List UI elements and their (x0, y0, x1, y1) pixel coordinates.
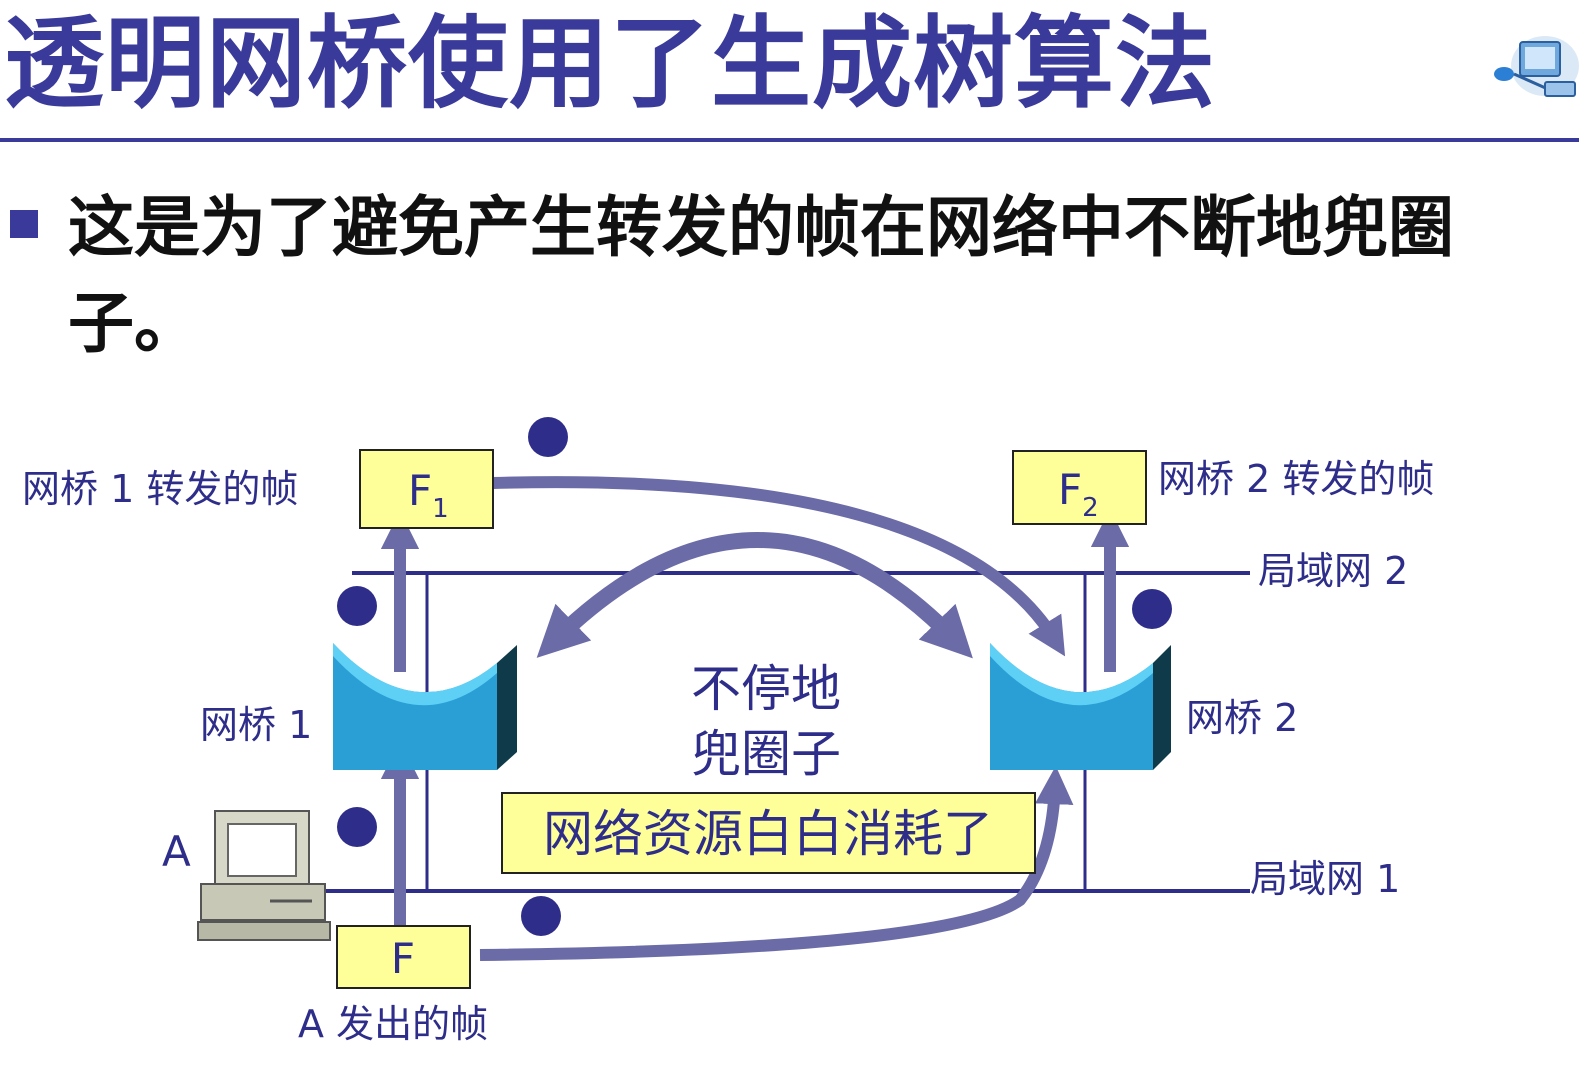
title-divider (0, 138, 1579, 142)
bullet-text: 这是为了避免产生转发的帧在网络中不断地兜圈子。 (68, 189, 1454, 362)
loop-text-line1: 不停地 (691, 660, 841, 718)
svg-text:2: 2 (531, 900, 552, 935)
waste-box (501, 792, 1036, 874)
waste-text: 网络资源白白消耗了 (543, 805, 993, 863)
lan1-label: 局域网 1 (1250, 857, 1400, 901)
bridge2-frame-label: 网桥 2 转发的帧 (1158, 457, 1434, 501)
frame-f2-box (1012, 450, 1147, 525)
step2-arrow (479, 765, 1074, 961)
frame-f2-label: F2 (1058, 465, 1099, 523)
bridge2-label: 网桥 2 (1186, 696, 1298, 740)
svg-text:5: 5 (538, 422, 559, 457)
frame-f1-box (359, 449, 494, 529)
step-badge-2: 2 (521, 896, 561, 936)
bullet-square-icon (10, 210, 38, 238)
loop-text-line2: 兜圈子 (691, 725, 841, 783)
network-logo-icon (1494, 36, 1579, 97)
step5-arrow (492, 476, 1066, 657)
bridge2-icon (990, 643, 1171, 770)
svg-text:3: 3 (347, 590, 368, 625)
svg-text:4: 4 (1142, 593, 1163, 628)
frame-a-label: A 发出的帧 (298, 1002, 488, 1046)
loop-arrow (536, 532, 973, 659)
host-label: A (162, 827, 191, 876)
svg-text:1: 1 (347, 811, 368, 846)
frame-f-box (336, 925, 471, 989)
computer-icon (197, 810, 331, 941)
frame-f-label: F (391, 934, 415, 983)
step-badge-1: 1 (337, 807, 377, 847)
bridge1-label: 网桥 1 (200, 703, 312, 747)
slide-title: 透明网桥使用了生成树算法 (4, 5, 1216, 122)
step-badge-3: 3 (337, 586, 377, 626)
lan2-label: 局域网 2 (1258, 549, 1408, 593)
step-badge-4: 4 (1132, 589, 1172, 629)
bridge1-frame-label: 网桥 1 转发的帧 (22, 467, 298, 511)
step-badge-5: 5 (528, 417, 568, 457)
frame-f1-label: F1 (408, 466, 449, 524)
bridge1-icon (333, 643, 517, 770)
